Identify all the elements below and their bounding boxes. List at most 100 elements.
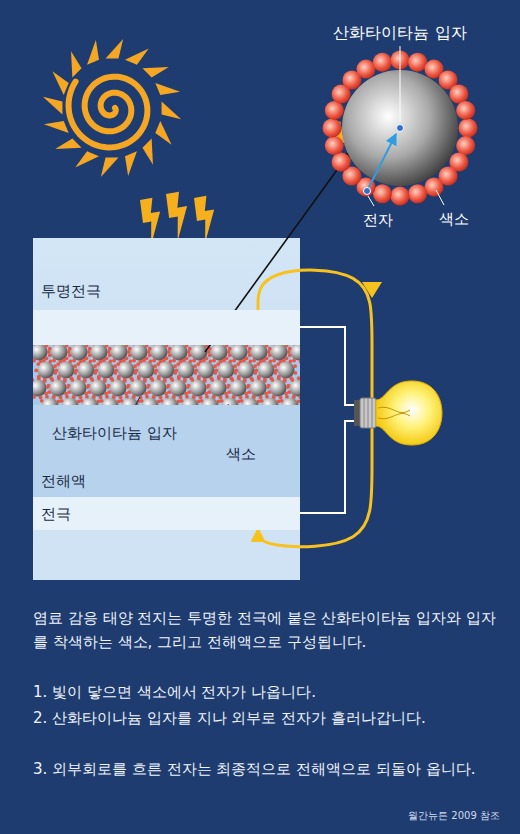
dye-dot	[252, 359, 256, 363]
bulb-glass	[376, 381, 442, 445]
dye-dot	[177, 376, 181, 380]
particle-layer-beads	[33, 345, 300, 405]
dye-dot	[188, 347, 192, 351]
dye-dot	[170, 378, 174, 382]
dye-dot	[293, 364, 297, 368]
dye-dot	[230, 378, 234, 382]
part-label: 산화타이타늄 입자	[300, 20, 500, 46]
dye-dot	[33, 345, 36, 346]
dye-dot	[188, 353, 192, 357]
titania-bead	[102, 398, 119, 406]
dye-dot	[80, 399, 84, 403]
dye-dot	[103, 379, 107, 383]
dye-dot	[227, 390, 231, 394]
dye-dot	[108, 353, 112, 357]
dye-dot	[167, 350, 171, 354]
dye-dot	[187, 350, 191, 354]
dye-dot	[250, 378, 254, 382]
dye-dot	[50, 378, 54, 382]
dye-dot	[297, 399, 300, 403]
titania-bead	[250, 380, 267, 397]
titania-bead	[50, 380, 67, 397]
dye-dot	[236, 362, 240, 366]
dye-dot	[262, 359, 266, 363]
dye-dot	[297, 376, 300, 380]
dye-dot	[265, 345, 269, 348]
dye-dot	[248, 353, 252, 357]
dye-dot	[212, 359, 216, 363]
titania-bead	[282, 398, 299, 406]
dye-dot	[172, 395, 176, 399]
dye-dot	[243, 379, 247, 383]
dye-dot	[97, 376, 101, 380]
dye-dot	[53, 364, 57, 368]
dye-dot	[40, 399, 44, 403]
dye-dot	[93, 364, 97, 368]
light-bulb	[354, 381, 442, 445]
titania-bead	[242, 398, 259, 406]
step-text: 2. 산화타이나늄 입자를 지나 외부로 전자가 흘러나갑니다.	[33, 706, 501, 730]
dye-bead	[325, 101, 344, 120]
dye-dot	[56, 362, 60, 366]
dye-dot	[249, 359, 253, 363]
dye-dot	[47, 390, 51, 394]
dye-bead	[323, 119, 342, 138]
dye-dot	[272, 395, 276, 399]
dye-dot	[192, 395, 196, 399]
dye-dot	[245, 345, 249, 348]
dye-dot	[82, 359, 86, 363]
dye-dot	[77, 376, 81, 380]
titania-bead	[171, 345, 188, 361]
dye-dot	[62, 359, 66, 363]
dye-dot	[288, 347, 292, 351]
dye-dot	[72, 359, 76, 363]
titania-bead	[162, 398, 179, 406]
dye-dot	[207, 384, 211, 388]
dye-dot	[160, 399, 164, 403]
dye-dot	[72, 395, 76, 399]
dye-dot	[274, 369, 278, 373]
sun-ray	[43, 97, 63, 115]
dye-dot	[60, 399, 64, 403]
dye-dot	[54, 369, 58, 373]
dye-dot	[185, 345, 189, 348]
sun-ray	[52, 71, 68, 95]
dye-dot	[269, 359, 273, 363]
dye-dot	[227, 350, 231, 354]
layer-name: 전해액	[41, 471, 292, 491]
electrode-band: 투명전극	[33, 310, 300, 345]
dye-dot	[190, 378, 194, 382]
leader-line	[436, 190, 444, 205]
dye-bead	[408, 53, 427, 72]
leader-line	[368, 196, 374, 206]
dye-dot	[147, 384, 151, 388]
dye-dot	[137, 376, 141, 380]
dye-dot	[277, 376, 281, 380]
dye-dot	[112, 359, 116, 363]
electron-path	[368, 134, 396, 189]
titania-bead	[90, 380, 107, 397]
dye-dot	[212, 345, 216, 346]
dye-dot	[287, 384, 291, 388]
titania-bead	[290, 380, 301, 397]
dye-dot	[128, 347, 132, 351]
dye-dot	[114, 369, 118, 373]
dye-dot	[100, 399, 104, 403]
dye-dot	[232, 345, 236, 346]
dye-dot	[192, 395, 196, 399]
dye-dot	[265, 395, 269, 399]
dye-dot	[252, 395, 256, 399]
dye-dot	[205, 395, 209, 399]
sun-ray	[71, 51, 82, 77]
dye-dot	[282, 359, 286, 363]
dye-dot	[112, 345, 116, 346]
dye-dot	[252, 395, 256, 399]
dye-dot	[208, 353, 212, 357]
titania-bead	[222, 398, 239, 406]
dye-dot	[197, 376, 201, 380]
dye-dot	[152, 395, 156, 399]
dye-dot	[256, 362, 260, 366]
titania-bead	[111, 345, 128, 361]
dye-dot	[193, 364, 197, 368]
dye-dot	[214, 369, 218, 373]
